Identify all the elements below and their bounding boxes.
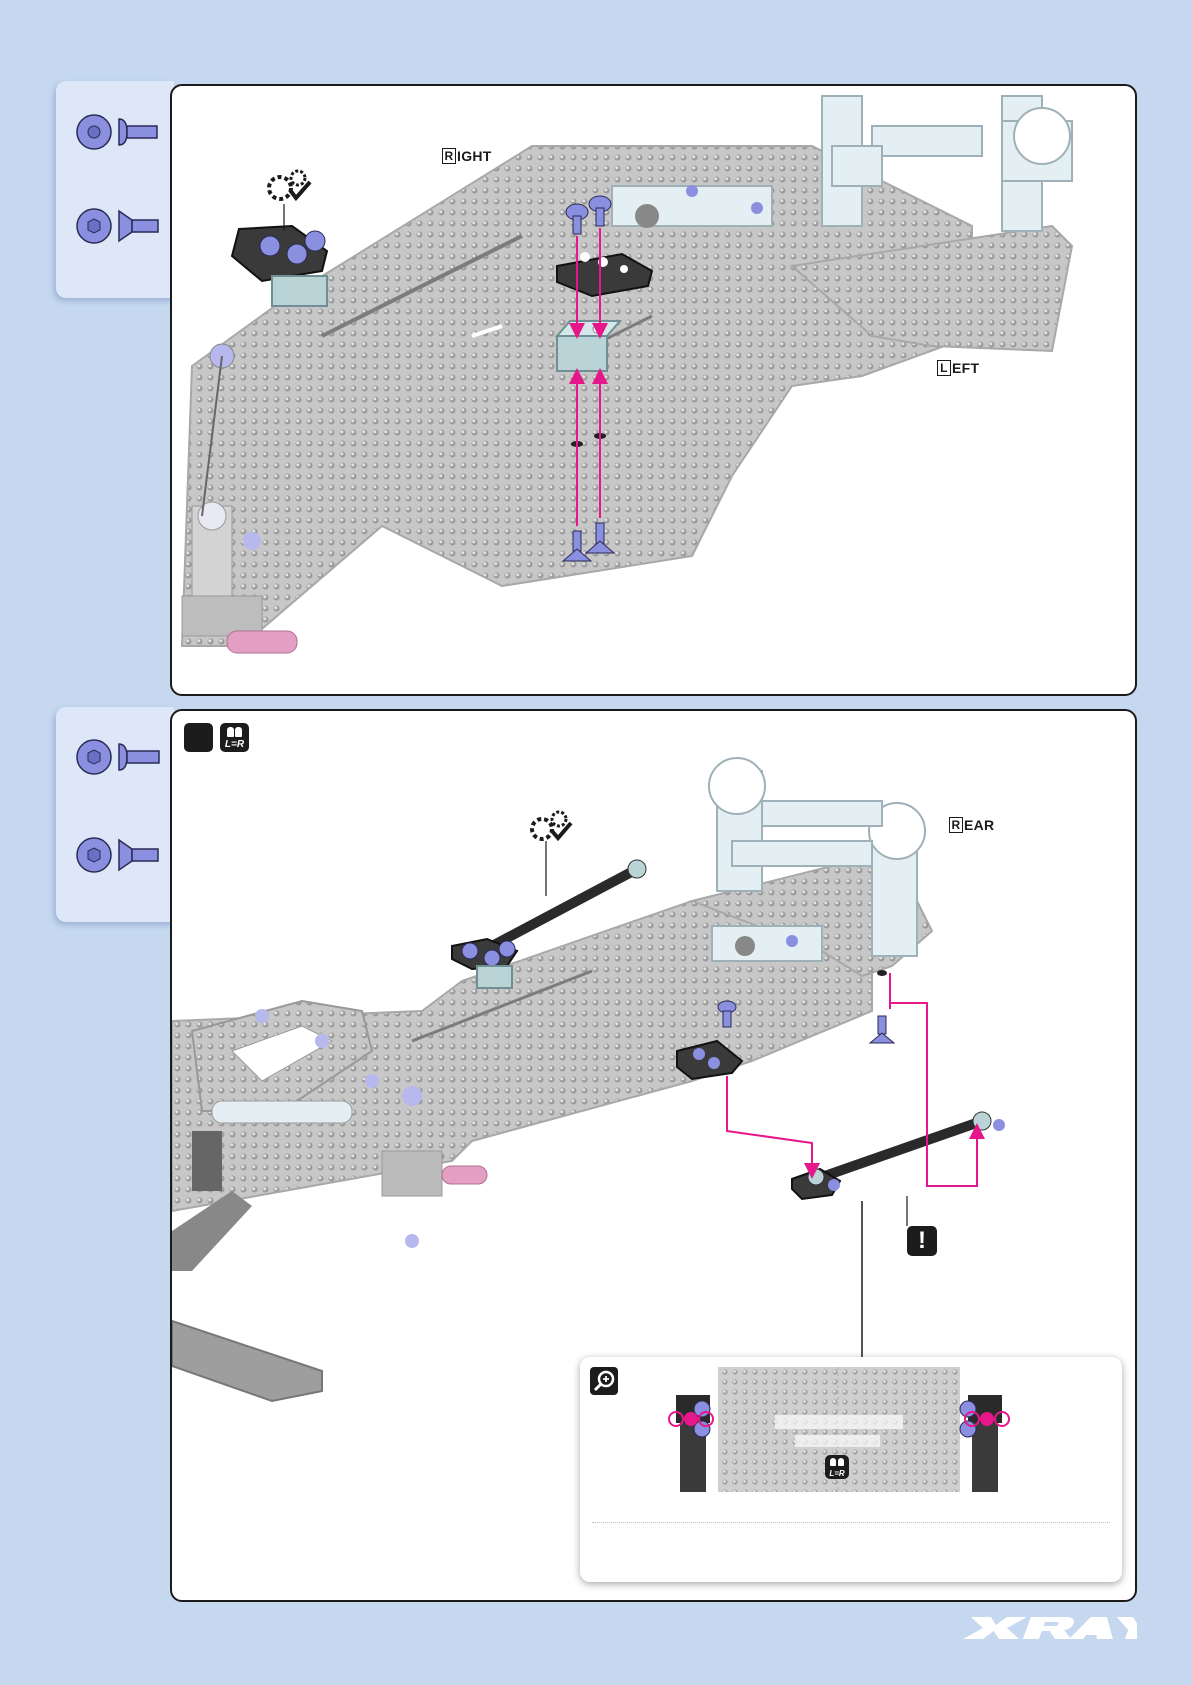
parts-tab-bottom <box>56 707 174 922</box>
note-separator <box>592 1522 1110 1523</box>
xray-logo <box>952 1614 1137 1642</box>
parts-icons <box>56 707 174 922</box>
zoom-detail-illustration <box>580 1357 1122 1582</box>
countersunk-screw-icon <box>77 838 158 872</box>
link-end-left <box>669 1395 713 1492</box>
preassembled-icon <box>269 171 310 199</box>
pivot-block <box>712 926 822 961</box>
parts-tab-top <box>56 81 174 298</box>
pivot-block <box>612 185 772 228</box>
left-side-label: L EFT <box>937 360 979 376</box>
top-assembly-illustration <box>172 86 1135 694</box>
preassembled-mount <box>232 204 327 306</box>
motor-mount <box>822 96 1072 231</box>
rear-label: R EAR <box>949 817 994 833</box>
assembly-step-bottom: L=R R EAR ! <box>170 709 1137 1602</box>
left-equals-right-icon: L=R <box>220 723 249 752</box>
plate-hole <box>877 970 887 976</box>
step-marker-icon <box>184 723 213 752</box>
assembly-arrow <box>727 1076 812 1171</box>
preassembled-icon <box>532 812 571 839</box>
front-bumper <box>172 1321 322 1401</box>
right-side-label: R IGHT <box>442 148 492 164</box>
button-head-screw-icon <box>77 740 159 774</box>
countersunk-screw <box>870 1016 894 1043</box>
left-equals-right-icon: L=R <box>825 1455 849 1479</box>
assembly-step-top: R IGHT L EFT <box>170 84 1137 696</box>
zoom-detail-box: L=R <box>580 1357 1122 1582</box>
link-end-right <box>960 1395 1009 1492</box>
warning-icon: ! <box>907 1226 937 1256</box>
parts-icons <box>56 81 174 298</box>
blurred-caption <box>775 1415 903 1429</box>
blurred-caption <box>795 1435 880 1447</box>
button-head-screw-icon <box>77 115 157 149</box>
countersunk-screw-icon <box>77 209 158 243</box>
assembly-arrow <box>890 1003 977 1186</box>
